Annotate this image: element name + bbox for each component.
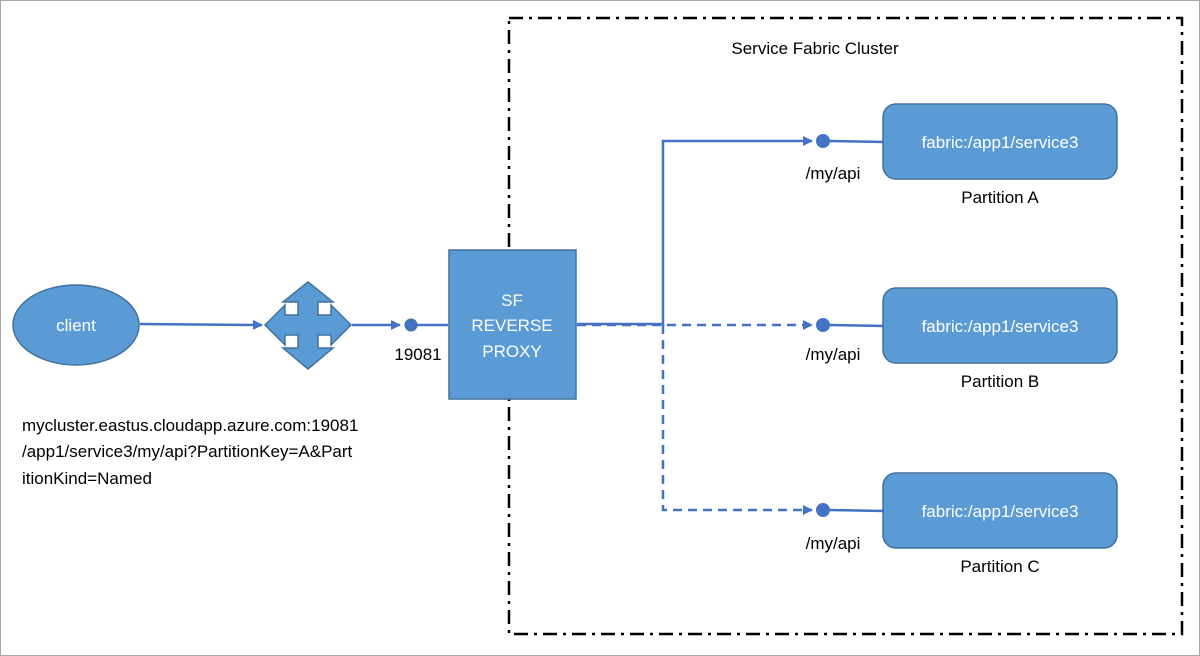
proxy-label-line-2: REVERSE xyxy=(471,316,552,335)
request-url-line-3: itionKind=Named xyxy=(22,469,152,488)
partition-name-a: Partition A xyxy=(961,188,1039,207)
service-label-a: fabric:/app1/service3 xyxy=(922,133,1079,152)
load-balancer-icon xyxy=(263,281,353,370)
client-label: client xyxy=(56,316,96,335)
request-url-line-1: mycluster.eastus.cloudapp.azure.com:1908… xyxy=(22,416,358,435)
partition-name-b: Partition B xyxy=(961,372,1039,391)
proxy-label-line-3: PROXY xyxy=(482,342,542,361)
route-partition-a xyxy=(577,136,813,326)
endpoint-dot-a xyxy=(816,134,830,148)
endpoint-label-c: /my/api xyxy=(806,534,861,553)
endpoint-dot-b xyxy=(816,318,830,332)
endpoint-link-b xyxy=(829,323,886,328)
service-box-a xyxy=(882,103,1118,180)
partition-name-c: Partition C xyxy=(960,557,1039,576)
endpoint-label-a: /my/api xyxy=(806,164,861,183)
client-to-balancer-arrow xyxy=(139,319,263,330)
endpoint-dot-c xyxy=(816,503,830,517)
cluster-label: Service Fabric Cluster xyxy=(731,39,899,58)
client-node xyxy=(12,284,140,366)
port-label: 19081 xyxy=(394,345,441,364)
endpoint-label-b: /my/api xyxy=(806,345,861,364)
service-box-c xyxy=(882,472,1118,549)
port-endpoint-dot xyxy=(404,318,418,332)
service-label-b: fabric:/app1/service3 xyxy=(922,317,1079,336)
reverse-proxy-box xyxy=(448,249,577,400)
route-partition-c xyxy=(661,325,813,515)
proxy-label-line-1: SF xyxy=(501,291,523,310)
service-box-b xyxy=(882,287,1118,364)
request-url-line-2: /app1/service3/my/api?PartitionKey=A&Par… xyxy=(22,442,353,461)
endpoint-link-c xyxy=(829,508,886,513)
service-label-c: fabric:/app1/service3 xyxy=(922,502,1079,521)
endpoint-link-a xyxy=(829,139,886,144)
